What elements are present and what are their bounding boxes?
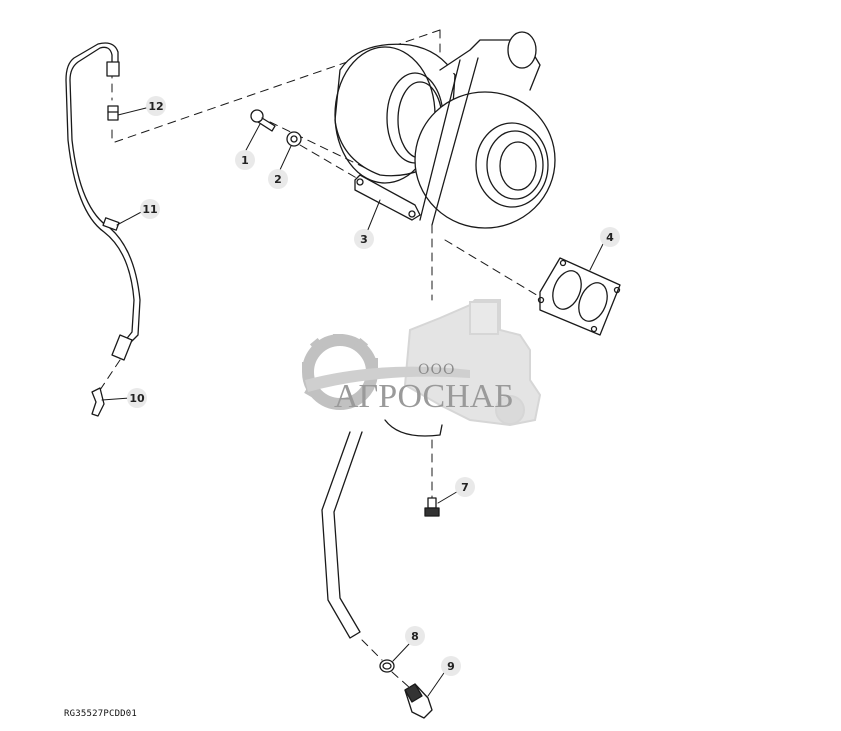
part-4-gasket bbox=[537, 257, 621, 336]
callout-3: 3 bbox=[354, 229, 374, 249]
gear-icon bbox=[302, 334, 470, 410]
part-12-fitting bbox=[106, 61, 120, 121]
watermark-name: АГРОСНАБ bbox=[334, 378, 514, 415]
callout-2: 2 bbox=[268, 169, 288, 189]
part-7-flange-bolt bbox=[424, 497, 440, 517]
turbocharger bbox=[334, 31, 556, 229]
part-3-clamp bbox=[354, 174, 421, 221]
watermark-prefix: ООО bbox=[418, 362, 456, 378]
part-8-o-ring bbox=[379, 659, 395, 673]
callout-9: 9 bbox=[441, 656, 461, 676]
part-10-elbow-fitting bbox=[91, 387, 105, 417]
part-1-cap-screw bbox=[250, 109, 276, 132]
part-2-washer bbox=[286, 131, 302, 147]
callout-8: 8 bbox=[405, 626, 425, 646]
callout-7: 7 bbox=[455, 477, 475, 497]
callout-11: 11 bbox=[140, 199, 160, 219]
oil-return-tube bbox=[321, 419, 443, 639]
callout-1: 1 bbox=[235, 150, 255, 170]
combine-harvester-icon bbox=[403, 299, 542, 427]
part-9-nut bbox=[404, 683, 433, 719]
callout-leaders bbox=[101, 106, 604, 697]
callout-4: 4 bbox=[600, 227, 620, 247]
callout-10: 10 bbox=[127, 388, 147, 408]
part-11-oil-supply-line bbox=[65, 42, 141, 361]
figure-id: RG35527PCDD01 bbox=[64, 709, 138, 719]
callout-12: 12 bbox=[146, 96, 166, 116]
watermark-logo bbox=[302, 299, 542, 427]
